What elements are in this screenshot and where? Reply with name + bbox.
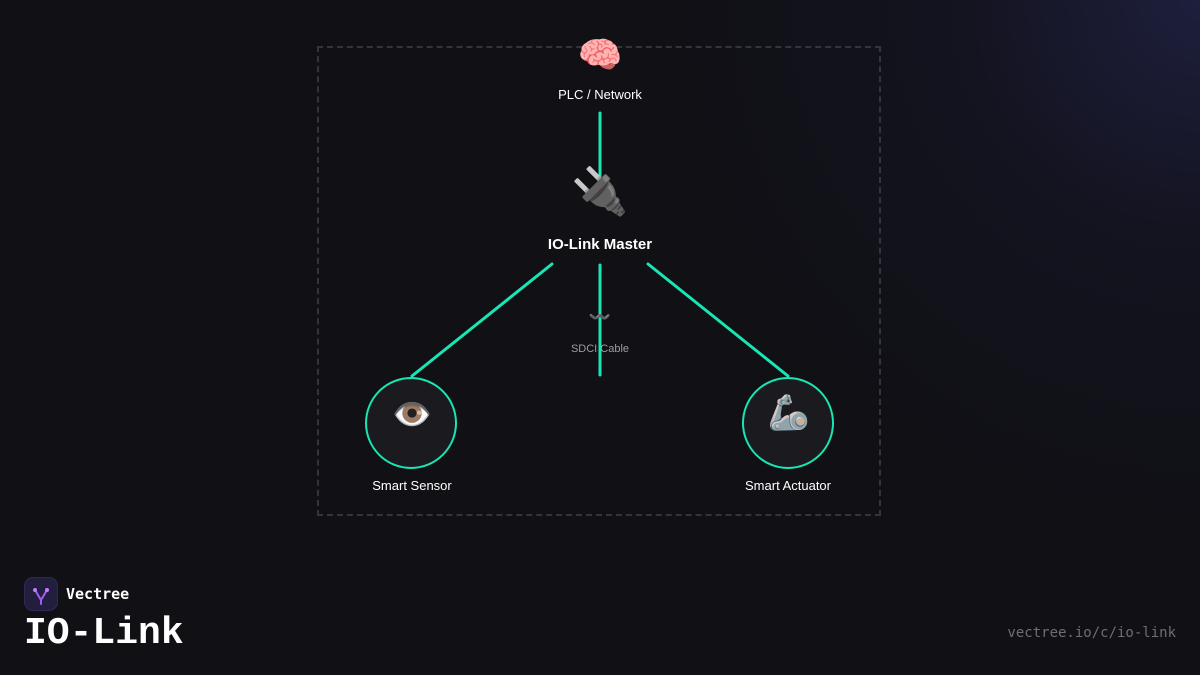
plc-network-label: PLC / Network <box>558 87 642 102</box>
vectree-logo <box>24 577 58 611</box>
connector-master-actuator <box>646 262 790 378</box>
brain-icon: 🧠 <box>577 35 623 76</box>
eye-icon: 👁️ <box>392 395 432 433</box>
diagram-frame <box>317 46 881 516</box>
connector-master-sensor <box>410 262 554 378</box>
vectree-logo-icon <box>33 588 49 605</box>
wavy-line-icon: 〰️ <box>588 307 612 328</box>
smart-actuator-node <box>742 377 834 469</box>
io-link-master-label: IO-Link Master <box>547 236 653 253</box>
sdci-cable-label: SDCI Cable <box>570 343 630 355</box>
smart-sensor-node <box>365 377 457 469</box>
brand-name: Vectree <box>66 585 130 603</box>
page-url-link[interactable]: vectree.io/c/io-link <box>1007 625 1176 641</box>
mechanical-arm-icon: 🦾 <box>767 393 811 433</box>
plug-icon: 🔌 <box>571 164 629 218</box>
smart-actuator-label: Smart Actuator <box>745 478 831 493</box>
smart-sensor-label: Smart Sensor <box>372 478 452 493</box>
page-title: IO-Link <box>24 612 184 655</box>
